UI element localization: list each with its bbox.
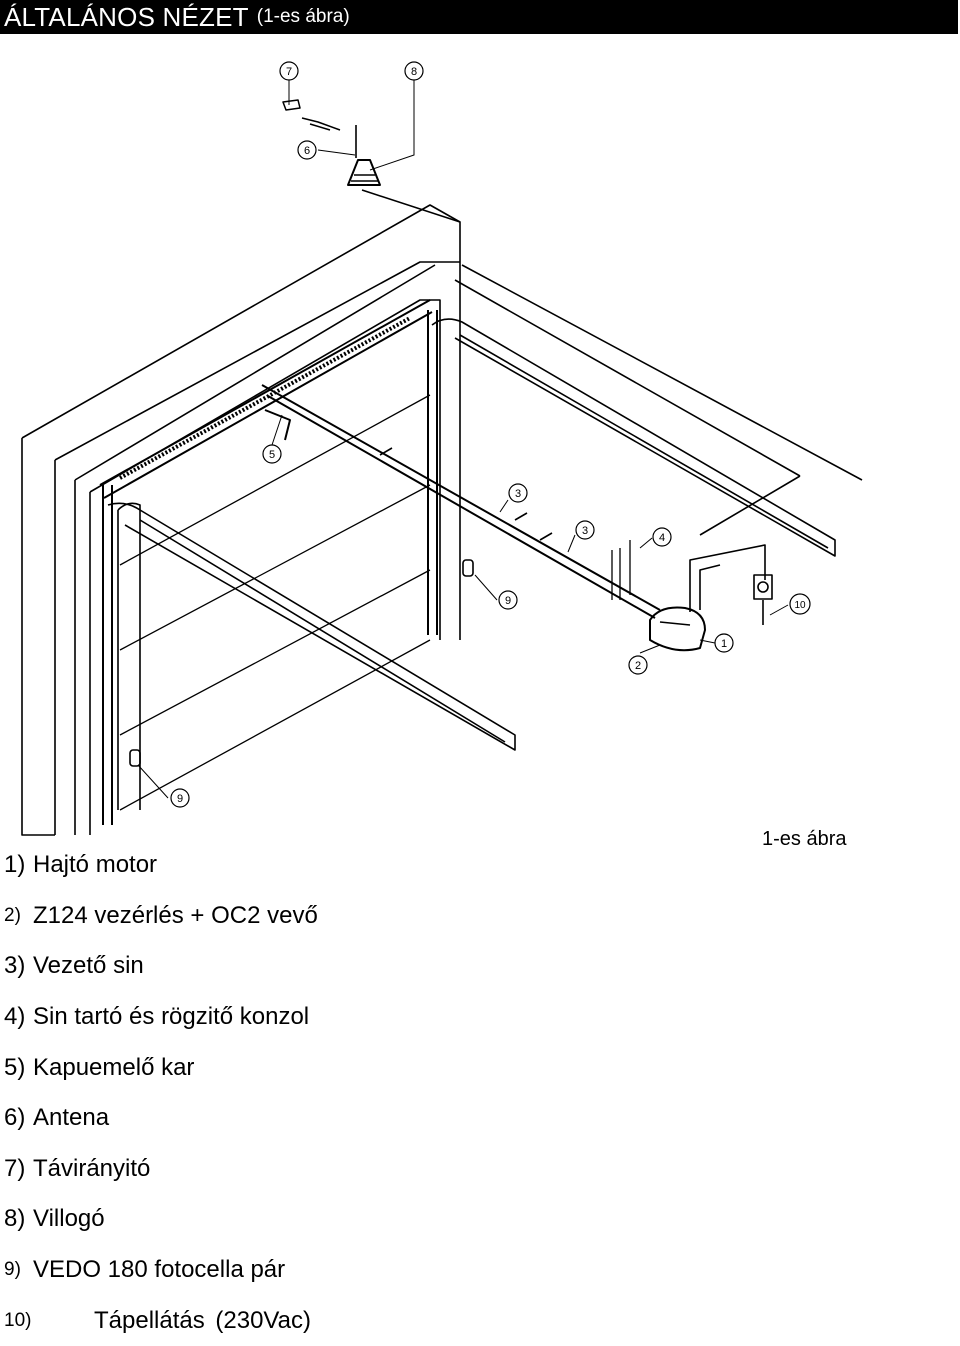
legend-number: 3) bbox=[4, 952, 26, 980]
legend-number: 5) bbox=[4, 1053, 26, 1081]
legend-item: 6)Antena bbox=[4, 1093, 318, 1144]
legend-text: Villogó bbox=[33, 1205, 105, 1233]
callout-6: 6 bbox=[297, 140, 317, 160]
page-subtitle: (1-es ábra) bbox=[256, 6, 350, 27]
callout-3b: 3 bbox=[575, 520, 595, 540]
svg-text:3: 3 bbox=[515, 488, 521, 500]
legend-item: 7)Távirányitó bbox=[4, 1144, 318, 1195]
callout-8: 8 bbox=[404, 61, 424, 81]
svg-text:9: 9 bbox=[177, 793, 183, 805]
svg-text:4: 4 bbox=[659, 532, 665, 544]
svg-text:9: 9 bbox=[505, 595, 511, 607]
svg-text:3: 3 bbox=[582, 525, 588, 537]
callout-2: 2 bbox=[628, 655, 648, 675]
photocell-right bbox=[462, 559, 474, 577]
ceiling-outline bbox=[454, 264, 863, 536]
legend-item: 5)Kapuemelő kar bbox=[4, 1042, 318, 1093]
callout-7: 7 bbox=[279, 61, 299, 81]
callout-leaders bbox=[137, 78, 789, 799]
overview-figure: 7 8 6 5 3 3 4 1 2 9 10 9 1-es ábra bbox=[0, 40, 960, 850]
legend-number: 10) bbox=[4, 1309, 32, 1331]
remote-control bbox=[282, 99, 301, 111]
callout-5: 5 bbox=[262, 444, 282, 464]
door-panels bbox=[119, 394, 431, 811]
legend-text: VEDO 180 fotocella pár bbox=[33, 1256, 286, 1284]
legend-item: 9) VEDO 180 fotocella pár bbox=[4, 1245, 318, 1296]
right-horizontal-track bbox=[431, 318, 836, 557]
legend-text: Vezető sin bbox=[33, 952, 144, 980]
callout-4: 4 bbox=[652, 527, 672, 547]
photocell-left bbox=[129, 749, 141, 767]
legend-text: Kapuemelő kar bbox=[33, 1053, 195, 1081]
figure-caption: 1-es ábra bbox=[762, 828, 847, 850]
callout-9b: 9 bbox=[170, 788, 190, 808]
left-horizontal-track bbox=[107, 502, 516, 751]
right-vertical-track bbox=[427, 310, 438, 635]
svg-text:2: 2 bbox=[635, 660, 641, 672]
rail-bracket bbox=[611, 540, 631, 600]
legend-text: Távirányitó bbox=[33, 1154, 151, 1182]
callout-3a: 3 bbox=[508, 483, 528, 503]
legend-text: Hajtó motor bbox=[33, 851, 158, 879]
svg-text:5: 5 bbox=[269, 449, 275, 461]
drive-motor bbox=[649, 606, 706, 652]
legend-number: 7) bbox=[4, 1154, 26, 1182]
callout-1: 1 bbox=[714, 633, 734, 653]
lift-arm bbox=[264, 409, 291, 441]
garage-door-diagram: 7 8 6 5 3 3 4 1 2 9 10 9 bbox=[21, 61, 863, 836]
legend-number: 8) bbox=[4, 1205, 26, 1233]
legend-number: 6) bbox=[4, 1104, 26, 1132]
legend-number: 2) bbox=[4, 904, 21, 926]
legend-item: 3)Vezető sin bbox=[4, 941, 318, 992]
door-opening bbox=[89, 299, 441, 640]
antenna bbox=[301, 117, 341, 131]
power-socket bbox=[753, 574, 773, 600]
power-wiring bbox=[689, 544, 766, 612]
legend-item: 2) Z124 vezérlés + OC2 vevő bbox=[4, 891, 318, 942]
parts-legend: 1)Hajtó motor 2) Z124 vezérlés + OC2 vevő… bbox=[4, 840, 318, 1346]
legend-item: 8)Villogó bbox=[4, 1194, 318, 1245]
svg-text:10: 10 bbox=[794, 600, 806, 611]
legend-number: 9) bbox=[4, 1259, 21, 1281]
svg-text:6: 6 bbox=[304, 145, 310, 157]
spring-shaft bbox=[99, 299, 433, 499]
legend-number: 4) bbox=[4, 1003, 26, 1031]
legend-text: Tápellátás (230Vac) bbox=[94, 1306, 311, 1334]
legend-text: Antena bbox=[33, 1104, 110, 1132]
guide-rail bbox=[261, 384, 661, 619]
legend-number: 1) bbox=[4, 851, 26, 879]
legend-item: 1)Hajtó motor bbox=[4, 840, 318, 891]
legend-item: 4)Sin tartó és rögzitő konzol bbox=[4, 992, 318, 1043]
left-vertical-track bbox=[102, 485, 113, 825]
callouts: 7 8 6 5 3 3 4 1 2 9 10 9 bbox=[170, 61, 811, 808]
svg-text:1: 1 bbox=[721, 638, 727, 650]
page-title: ÁLTALÁNOS NÉZET bbox=[4, 1, 249, 32]
legend-text: Z124 vezérlés + OC2 vevő bbox=[33, 901, 318, 929]
svg-text:8: 8 bbox=[411, 66, 417, 78]
wall-outline bbox=[21, 204, 461, 836]
legend-text: Sin tartó és rögzitő konzol bbox=[33, 1003, 310, 1031]
svg-text:7: 7 bbox=[286, 66, 292, 78]
callout-10: 10 bbox=[789, 593, 811, 615]
flashing-light bbox=[347, 159, 381, 186]
page-header: ÁLTALÁNOS NÉZET (1-es ábra) bbox=[0, 0, 958, 34]
legend-item: 10) Tápellátás (230Vac) bbox=[4, 1295, 318, 1346]
callout-9a: 9 bbox=[498, 590, 518, 610]
